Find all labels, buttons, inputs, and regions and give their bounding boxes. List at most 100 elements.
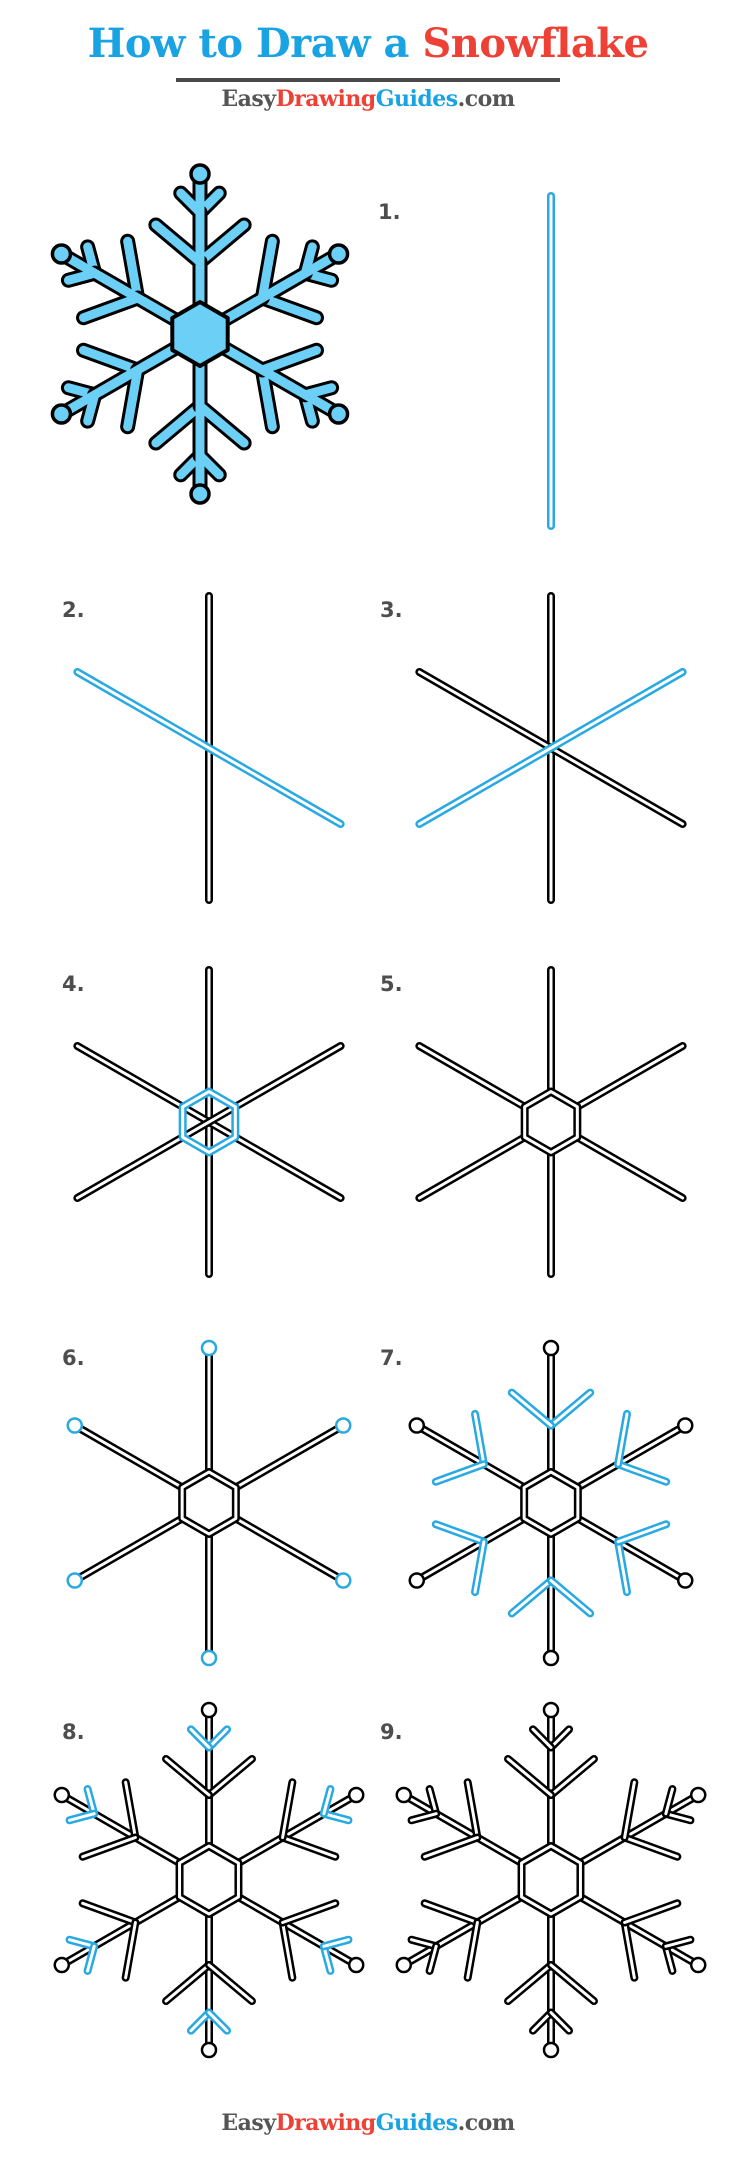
branch-small-core: [531, 1727, 553, 1749]
tip-circle: [189, 483, 211, 505]
snowflake-arm-core: [402, 1793, 524, 1865]
branch-small-core: [189, 1727, 211, 1749]
tip-circle: [327, 403, 350, 425]
brand-com: .com: [457, 86, 516, 112]
center-hexagon-core: [520, 1844, 582, 1916]
branch-large-core: [506, 1963, 553, 2003]
branch-small-core: [664, 1938, 692, 1948]
branch-large-core: [549, 1579, 592, 1615]
branch-large: [79, 345, 143, 375]
title-text: How to Draw a: [87, 20, 423, 67]
tip-circle: [200, 1701, 218, 1719]
center-hexagon-core: [180, 1470, 238, 1536]
branch-large-core: [124, 1921, 137, 1980]
branch-large-core: [164, 1963, 211, 2003]
snowflake-arm-core: [402, 1895, 524, 1967]
snowflake-arm-core: [417, 1135, 527, 1200]
branch-large-core: [207, 1963, 254, 2003]
brand-drawing: Drawing: [275, 86, 377, 112]
branch-small-core: [410, 1938, 438, 1948]
branch-large-core: [623, 1780, 636, 1839]
tip-circle: [66, 1572, 84, 1589]
branch-large-core: [81, 1836, 137, 1859]
step-label-2: 2.: [62, 598, 85, 622]
tip-circle: [542, 1701, 560, 1719]
branch-small-core: [428, 1944, 438, 1973]
brand-easy: Easy: [221, 86, 276, 112]
tip-circle: [200, 1339, 218, 1357]
branch-small-core: [189, 2011, 211, 2033]
center-hexagon: [170, 300, 230, 368]
guide-line-core: [75, 670, 343, 826]
tip-circle: [542, 1339, 560, 1357]
branch-large-core: [616, 1462, 668, 1484]
branch-small-core: [86, 1944, 96, 1973]
tip-circle: [676, 1572, 694, 1589]
tip-circle: [689, 1786, 707, 1804]
tip-circle: [53, 1786, 71, 1804]
tip-circle: [395, 1956, 413, 1974]
branch-large: [257, 236, 277, 303]
step-7-drawing: [408, 1339, 694, 1667]
step-label-4: 4.: [62, 972, 85, 996]
branch-large-core: [281, 1780, 294, 1839]
finished-snowflake: [50, 163, 350, 505]
tip-circle: [66, 1417, 84, 1434]
snowflake-arm-core: [415, 1517, 526, 1582]
branch-small-core: [68, 1938, 96, 1948]
branch-large-core: [616, 1522, 668, 1544]
tip-circle: [334, 1572, 352, 1589]
snowflake-arm-core: [60, 1793, 182, 1865]
step-8-drawing: [53, 1701, 365, 2059]
guide-line-core: [417, 670, 685, 826]
snowflake-arm-core: [234, 1517, 345, 1582]
branch-small-core: [86, 1787, 96, 1816]
step-9-drawing: [395, 1701, 707, 2059]
snowflake-arm-core: [236, 1895, 358, 1967]
branch-large-core: [473, 1412, 486, 1466]
title-divider: [176, 78, 560, 82]
branch-small-core: [322, 1938, 350, 1948]
page-title: How to Draw a Snowflake: [0, 18, 736, 70]
branch-small-core: [322, 1944, 332, 1973]
step-6-drawing: [66, 1339, 352, 1667]
branch-large-core: [281, 1901, 337, 1924]
branch-small-core: [428, 1787, 438, 1816]
branch-large-core: [281, 1921, 294, 1980]
step-label-8: 8.: [62, 1720, 85, 1744]
snowflake-arm-core: [417, 1044, 527, 1109]
step-label-5: 5.: [380, 972, 403, 996]
snowflake-arm-core: [576, 1517, 687, 1582]
snowflake-arm-core: [60, 1895, 182, 1967]
branch-large: [79, 293, 143, 323]
branch-small-core: [322, 1812, 350, 1822]
branch-large-core: [510, 1579, 553, 1615]
tip-circle: [347, 1956, 365, 1974]
tip-circle: [50, 243, 73, 265]
tip-circle: [408, 1417, 426, 1434]
tip-circle: [408, 1572, 426, 1589]
tip-circle: [200, 2041, 218, 2059]
branch-large-core: [623, 1836, 679, 1859]
branch-large-core: [623, 1901, 679, 1924]
branch-large: [123, 236, 143, 303]
snowflake-arm-core: [576, 1424, 687, 1489]
tip-circle: [189, 163, 211, 185]
tip-circle: [347, 1786, 365, 1804]
snowflake-arm-core: [575, 1135, 685, 1200]
center-hexagon-core: [523, 1090, 579, 1154]
branch-large-core: [506, 1757, 553, 1797]
tip-circle: [542, 1649, 560, 1667]
branch-large-core: [281, 1836, 337, 1859]
branch-large-core: [423, 1836, 479, 1859]
branch-large-core: [434, 1522, 486, 1544]
tip-circle: [676, 1417, 694, 1434]
branch-small-core: [664, 1812, 692, 1822]
brand-com: .com: [457, 2110, 516, 2136]
branch-small-core: [664, 1787, 674, 1816]
branch-small-core: [207, 1727, 229, 1749]
snowflake-arm-core: [236, 1793, 358, 1865]
snowflake-arm-core: [578, 1793, 700, 1865]
snowflake-arm-core: [73, 1517, 184, 1582]
